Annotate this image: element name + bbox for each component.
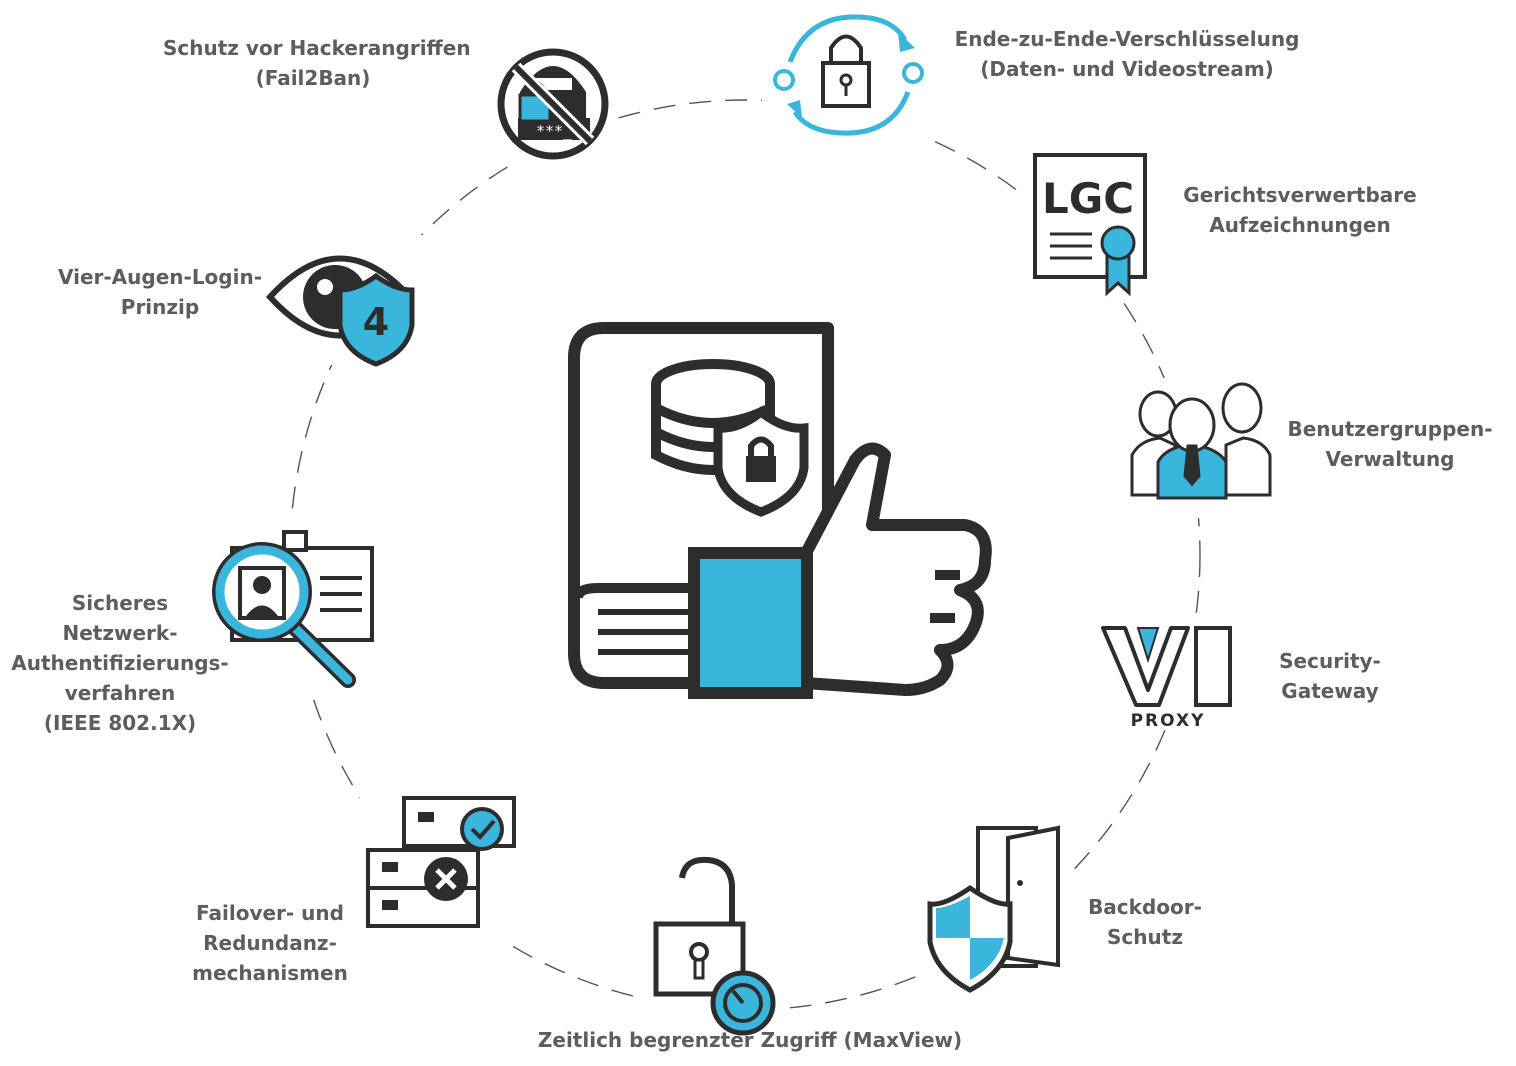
label-line: Netzwerk- (62, 621, 178, 645)
label-line: Prinzip (120, 295, 200, 319)
label-time-limited-access: Zeitlich begrenzter Zugriff (MaxView) (470, 1025, 1030, 1055)
label-line: (Fail2Ban) (255, 66, 371, 90)
label-line: Authentifizierungs- (11, 651, 229, 675)
lock-cycle-icon (773, 14, 924, 136)
label-network-auth: Sicheres Netzwerk- Authentifizierungs- v… (0, 588, 240, 738)
proxy-text: PROXY (1131, 711, 1206, 731)
thumbs-up-database-shield-icon (568, 322, 992, 699)
label-line: Zeitlich begrenzter Zugriff (MaxView) (537, 1028, 963, 1052)
label-line: Sicheres (71, 591, 169, 615)
label-line: Schutz (1107, 925, 1183, 949)
id-card-search-icon (212, 530, 374, 688)
label-e2e-encryption: Ende-zu-Ende-Verschlüsselung (Daten- und… (932, 24, 1322, 84)
label-security-gateway: Security- Gateway (1255, 646, 1405, 706)
lgc-text: LGC (1042, 174, 1134, 223)
eye-shield-icon: 4 (265, 255, 415, 367)
label-hacker-protection: Schutz vor Hackerangriffen (Fail2Ban) (163, 33, 471, 93)
label-line: Backdoor- (1088, 895, 1202, 919)
label-line: Gateway (1281, 679, 1379, 703)
label-failover: Failover- und Redundanz- mechanismen (170, 898, 370, 988)
lgc-certificate-icon: LGC (1033, 153, 1147, 297)
label-line: Redundanz- (203, 931, 337, 955)
label-court-recordings: Gerichtsverwertbare Aufzeichnungen (1175, 180, 1425, 240)
label-line: Verwaltung (1325, 447, 1455, 471)
label-line: Gerichtsverwertbare (1183, 183, 1417, 207)
vi-proxy-logo-icon: PROXY (1101, 626, 1232, 731)
svg-text:***_: ***_ (536, 122, 573, 140)
label-line: verfahren (64, 681, 176, 705)
server-status-icon (366, 796, 516, 928)
user-group-icon (1130, 382, 1272, 500)
label-backdoor-protection: Backdoor- Schutz (1070, 892, 1220, 952)
timed-lock-icon (653, 856, 776, 1036)
label-line: Ende-zu-Ende-Verschlüsselung (954, 27, 1300, 51)
label-line: (IEEE 802.1X) (43, 711, 197, 735)
door-shield-icon (927, 825, 1060, 993)
four-text: 4 (363, 300, 389, 344)
label-line: Failover- und (196, 901, 344, 925)
no-hacker-icon: ***_ (497, 48, 609, 160)
label-line: mechanismen (192, 961, 348, 985)
label-line: Security- (1279, 649, 1381, 673)
label-user-groups: Benutzergruppen- Verwaltung (1280, 414, 1500, 474)
label-line: Vier-Augen-Login- (57, 265, 263, 289)
label-line: Aufzeichnungen (1209, 213, 1391, 237)
label-line: (Daten- und Videostream) (980, 57, 1274, 81)
label-line: Benutzergruppen- (1287, 417, 1493, 441)
label-line: Schutz vor Hackerangriffen (163, 36, 471, 60)
dashed-ring (289, 99, 1201, 1011)
label-four-eyes-login: Vier-Augen-Login- Prinzip (35, 262, 285, 322)
